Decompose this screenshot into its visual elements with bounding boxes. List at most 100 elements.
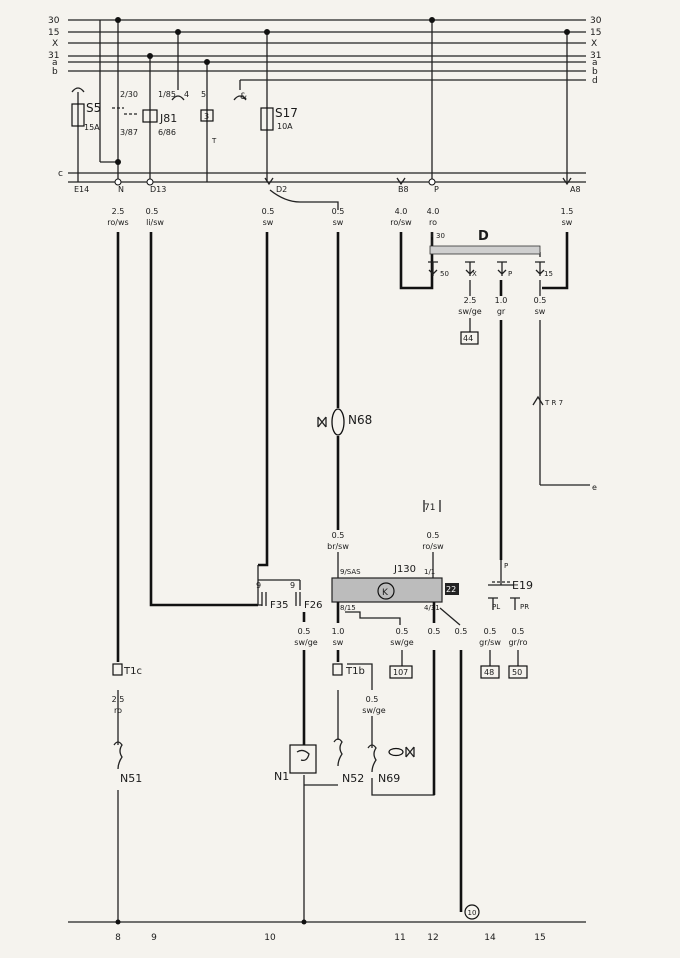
connector-tr7-label: T R 7 — [544, 399, 563, 407]
svg-text:ro/ws: ro/ws — [107, 218, 128, 227]
svg-text:0.5: 0.5 — [396, 627, 409, 636]
svg-text:2.5: 2.5 — [112, 695, 125, 704]
svg-text:0.5: 0.5 — [332, 531, 345, 540]
svg-text:48: 48 — [484, 668, 494, 677]
fuse-s17-label: S17 — [275, 106, 298, 120]
component-n1: N1 — [274, 744, 317, 783]
connector-t1b: T1b — [332, 663, 365, 677]
svg-text:22: 22 — [446, 585, 456, 594]
n69-label: N69 — [378, 772, 400, 785]
svg-text:B8: B8 — [398, 185, 409, 194]
svg-text:2.5: 2.5 — [464, 296, 477, 305]
svg-text:8/15: 8/15 — [340, 604, 356, 612]
svg-text:b: b — [592, 67, 598, 77]
svg-text:P: P — [504, 562, 508, 570]
switch-d-wire-specs: 2.5 sw/ge 1.0 gr 0.5 sw — [458, 296, 546, 316]
switch-f35-f26: 9 9 F35 F26 — [256, 579, 322, 622]
svg-text:T: T — [211, 137, 217, 145]
svg-text:P: P — [508, 270, 512, 278]
svg-text:2/30: 2/30 — [120, 90, 138, 99]
bus-label-c: c — [58, 169, 63, 179]
svg-text:d: d — [592, 76, 598, 86]
switch-d-label: D — [478, 229, 489, 244]
svg-text:e: e — [592, 483, 597, 492]
svg-text:br/sw: br/sw — [327, 542, 349, 551]
bus-label-b: b — [52, 67, 58, 77]
t1c-label: T1c — [123, 666, 142, 677]
svg-text:5: 5 — [201, 90, 206, 99]
svg-text:ro/sw: ro/sw — [390, 218, 412, 227]
svg-text:sw/ge: sw/ge — [390, 638, 413, 647]
n68-label: N68 — [348, 413, 372, 427]
f26-output-spec: 0.5 sw/ge — [294, 627, 317, 647]
svg-text:PL: PL — [492, 603, 500, 611]
fuse-s17 — [260, 107, 274, 131]
ref-71-label: 71 — [424, 503, 435, 513]
connector-markers — [114, 177, 572, 186]
svg-text:44: 44 — [463, 334, 473, 343]
svg-text:9: 9 — [290, 581, 295, 590]
bus-label-30: 30 — [48, 16, 60, 26]
svg-text:15A: 15A — [84, 123, 100, 132]
svg-text:ro: ro — [114, 706, 122, 715]
svg-text:0.5: 0.5 — [262, 207, 275, 216]
svg-text:1.0: 1.0 — [332, 627, 345, 636]
svg-text:N: N — [118, 185, 124, 194]
svg-text:9/SAS: 9/SAS — [340, 568, 361, 576]
bus-label-31: 31 — [48, 51, 59, 61]
svg-text:ro/sw: ro/sw — [422, 542, 444, 551]
n51-label: N51 — [120, 772, 142, 785]
control-unit-j130: 22 K J130 9/SAS 1/1 8/15 4/31 — [331, 564, 459, 612]
svg-text:gr: gr — [497, 307, 506, 316]
e19-output-specs: 0.5 gr/sw 0.5 gr/ro — [479, 627, 528, 647]
relay-panel: S5 15A 2/30 3/87 J81 1/85 6/86 4 5 3 T — [71, 17, 570, 182]
component-n68: N68 — [317, 408, 372, 436]
svg-text:a: a — [592, 58, 598, 68]
t1b-label: T1b — [345, 666, 365, 677]
bus-label-15: 15 — [48, 28, 59, 38]
svg-text:1.5: 1.5 — [561, 207, 574, 216]
ref-box-48 — [480, 665, 500, 679]
svg-text:gr/ro: gr/ro — [508, 638, 527, 647]
svg-text:8: 8 — [115, 933, 121, 943]
svg-text:li/sw: li/sw — [146, 218, 164, 227]
svg-text:4: 4 — [184, 90, 189, 99]
f26-label: F26 — [304, 600, 322, 611]
svg-text:10: 10 — [468, 909, 477, 917]
bus-label-a: a — [52, 58, 58, 68]
svg-text:sw: sw — [263, 218, 274, 227]
svg-text:sw/ge: sw/ge — [362, 706, 385, 715]
j130-inputs: 0.5 br/sw 0.5 ro/sw — [327, 531, 444, 551]
svg-text:0.5: 0.5 — [534, 296, 547, 305]
svg-text:15: 15 — [534, 933, 545, 943]
svg-text:A8: A8 — [570, 185, 581, 194]
relay-j81-label: J81 — [159, 112, 177, 125]
svg-text:50: 50 — [440, 270, 449, 278]
svg-text:1/1: 1/1 — [424, 568, 435, 576]
svg-text:D2: D2 — [276, 185, 287, 194]
svg-text:0.5: 0.5 — [455, 627, 468, 636]
j130-label: J130 — [393, 564, 416, 575]
wire-specs-top: 2.5 ro/ws 0.5 li/sw 0.5 sw 0.5 sw 4.0 ro… — [107, 207, 573, 227]
svg-text:sw: sw — [562, 218, 573, 227]
j130-output-specs: 1.0 sw 0.5 sw/ge 0.5 0.5 — [332, 627, 468, 647]
j130-outputs — [336, 602, 461, 626]
svg-text:50: 50 — [512, 668, 522, 677]
svg-text:ro: ro — [429, 218, 437, 227]
bulb-n52-symbol — [333, 738, 343, 767]
svg-text:sw/ge: sw/ge — [294, 638, 317, 647]
svg-text:sw: sw — [333, 218, 344, 227]
svg-text:gr/sw: gr/sw — [479, 638, 501, 647]
svg-text:P: P — [434, 185, 439, 194]
relay-j81-coil — [142, 109, 158, 123]
svg-text:1.0: 1.0 — [495, 296, 508, 305]
svg-text:4.0: 4.0 — [395, 207, 408, 216]
svg-text:9: 9 — [151, 933, 157, 943]
svg-text:30: 30 — [436, 232, 445, 240]
main-wires — [116, 189, 590, 922]
svg-text:0.5: 0.5 — [366, 695, 379, 704]
svg-text:3: 3 — [204, 112, 209, 121]
svg-text:15: 15 — [544, 270, 553, 278]
svg-text:sw: sw — [535, 307, 546, 316]
